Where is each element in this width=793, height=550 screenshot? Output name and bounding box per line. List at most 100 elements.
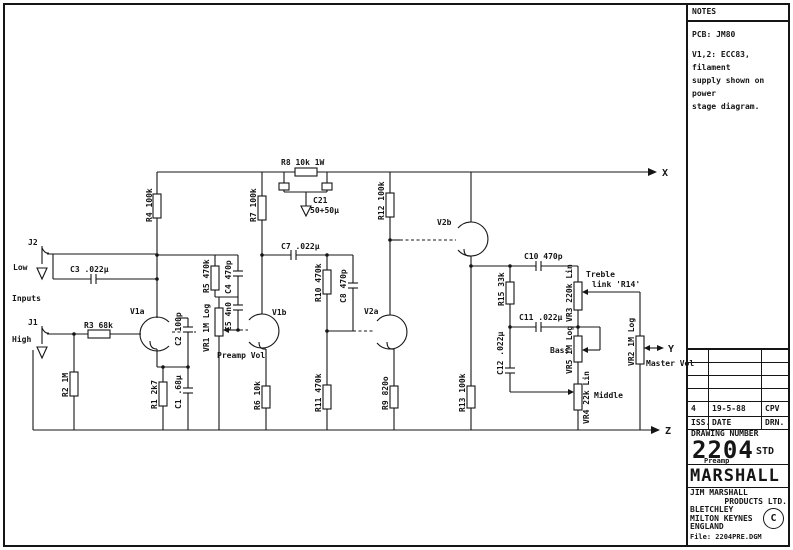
notes-body: PCB: JM80 V1,2: ECC83, filament supply s…: [688, 22, 789, 113]
port-z-arrow: [651, 426, 660, 434]
resistor-r11: R11 470k: [314, 373, 332, 412]
pot-vr4-label: VR4 22k Lin: [581, 371, 591, 424]
resistor-r2-label: R2 1M: [61, 373, 70, 397]
pot-vr3-treble: VR3 220k Lin Treble link 'R14': [564, 264, 640, 322]
resistor-r5: R5 470k: [202, 259, 220, 293]
company-address: MILTON KEYNES: [690, 513, 753, 523]
capacitor-c2-label: C2 100p: [174, 312, 183, 346]
issue-table: 4 19-5-88 CPV ISS. DATE DRN.: [688, 348, 789, 430]
capacitor-c7-label: C7 .022μ: [281, 242, 320, 251]
inputs-label: Inputs: [12, 294, 41, 303]
notes-line: stage diagram.: [692, 102, 760, 111]
file-name: File: 2204PRE.DGM: [690, 533, 762, 541]
issue-row-empty: [688, 389, 789, 402]
pot-vr1-name: Preamp Vol: [217, 351, 265, 360]
capacitor-c12: C12 .022μ: [496, 331, 515, 375]
pot-vr1-preamp-volume: VR1 1M Log Preamp Vol: [202, 304, 265, 360]
capacitor-c8: C8 470p: [339, 269, 358, 303]
drawing-number-label: DRAWING NUMBER: [691, 429, 759, 438]
resistor-r13: R13 100k: [458, 373, 476, 412]
resistor-r6: R6 10k: [253, 381, 271, 410]
capacitor-c4: C4 470p: [224, 260, 243, 294]
issue-drawn-by: CPV: [765, 404, 780, 413]
pot-vr3-label: VR3 220k Lin: [564, 264, 574, 322]
capacitor-c21-label: C21: [313, 196, 328, 205]
resistor-r4-label: R4 100k: [145, 188, 154, 222]
pot-vr4-name: Middle: [594, 390, 623, 400]
capacitor-c21: C21 50+50μ: [278, 172, 339, 218]
drawing-number-block: 2204 Preamp STD: [688, 436, 789, 465]
pot-vr1-label: VR1 1M Log: [202, 304, 211, 352]
resistor-r8-label: R8 10k 1W: [281, 158, 325, 167]
jack-j1: J1 High: [12, 318, 50, 360]
port-y-label: Y: [668, 344, 674, 355]
capacitor-c5-label: C5 4n0: [224, 302, 233, 331]
port-z-label: Z: [665, 426, 671, 437]
jack-j2: J2 Low: [13, 238, 50, 281]
resistor-r15: R15 33k: [497, 272, 515, 306]
resistor-r5-label: R5 470k: [202, 259, 211, 293]
resistor-r9-label: R9 820o: [381, 376, 390, 410]
junction-dots: [72, 238, 580, 369]
port-x-arrow: [648, 168, 657, 176]
pot-vr5-name: Bass: [550, 346, 569, 355]
capacitor-c10-label: C10 470p: [524, 252, 563, 261]
input-low-label: Low: [13, 263, 28, 272]
resistor-r12: R12 100k: [377, 181, 395, 220]
resistor-r7: R7 100k: [249, 188, 267, 222]
drawing-number-suffix: STD: [756, 446, 775, 457]
resistor-r10: R10 470k: [314, 263, 332, 302]
pot-vr2-name: Master Vol: [646, 359, 694, 368]
jack-j1-label: J1: [28, 318, 38, 327]
resistor-r11-label: R11 470k: [314, 373, 323, 412]
pot-vr5-bass: VR5 1M Log Bass: [550, 326, 588, 374]
company-address: BLETCHLEY: [690, 505, 734, 514]
issue-row-empty: [688, 350, 789, 363]
pot-vr5-label: VR5 1M Log: [565, 326, 574, 374]
copyright-mark: C: [763, 507, 784, 529]
resistor-r12-label: R12 100k: [377, 181, 386, 220]
capacitor-c11-label: C11 .022μ: [519, 313, 563, 322]
resistor-r9: R9 820o: [381, 376, 399, 410]
title-panel: NOTES PCB: JM80 V1,2: ECC83, filament su…: [686, 5, 789, 545]
brand-logo: MARSHALL: [688, 464, 789, 488]
notes-title: NOTES: [688, 5, 789, 22]
capacitor-c11: C11 .022μ: [519, 313, 563, 332]
resistor-r3: R3 68k: [84, 321, 113, 339]
capacitor-c7: C7 .022μ: [281, 242, 320, 260]
tube-v2b: V2b: [437, 218, 489, 257]
drawing-number: 2204: [692, 436, 754, 464]
port-y-arrow: [644, 345, 664, 351]
capacitor-c12-label: C12 .022μ: [496, 331, 505, 375]
tube-v1b-label: V1b: [272, 308, 287, 317]
company-block: JIM MARSHALL PRODUCTS LTD. BLETCHLEY MIL…: [688, 486, 789, 545]
resistor-r4: R4 100k: [145, 188, 162, 222]
issue-date: 19-5-88: [709, 402, 762, 416]
port-x-label: X: [662, 168, 668, 179]
pot-vr3-name: Treble: [586, 270, 615, 279]
pot-vr2-label: VR2 1M Log: [627, 318, 636, 366]
capacitor-c5: C5 4n0: [224, 302, 243, 331]
capacitor-c2: C2 100p: [174, 312, 193, 346]
company-name-2: PRODUCTS LTD.: [724, 496, 787, 506]
tube-v2a-label: V2a: [364, 307, 379, 316]
notes-line: PCB: JM80: [692, 30, 736, 39]
issue-row-empty: [688, 363, 789, 376]
pot-vr2-master-volume: VR2 1M Log Master Vol: [627, 318, 694, 368]
capacitor-c4-label: C4 470p: [224, 260, 233, 294]
capacitor-c21-value: 50+50μ: [310, 206, 339, 215]
pot-vr4-middle: VR4 22k Lin Middle: [568, 371, 623, 424]
resistor-r1-label: R1 2k7: [150, 380, 159, 409]
resistor-r10-label: R10 470k: [314, 263, 323, 302]
wires: [32, 171, 660, 431]
jack-j2-label: J2: [28, 238, 38, 247]
company-name: JIM MARSHALL: [690, 488, 748, 497]
notes-line: supply shown on power: [692, 76, 765, 98]
drawing-number-sub: Preamp: [704, 457, 730, 465]
issue-row-current: 4 19-5-88 CPV: [688, 402, 789, 417]
drawing-border: [3, 3, 790, 547]
resistor-r7-label: R7 100k: [249, 188, 258, 222]
resistor-r6-label: R6 10k: [253, 381, 262, 410]
